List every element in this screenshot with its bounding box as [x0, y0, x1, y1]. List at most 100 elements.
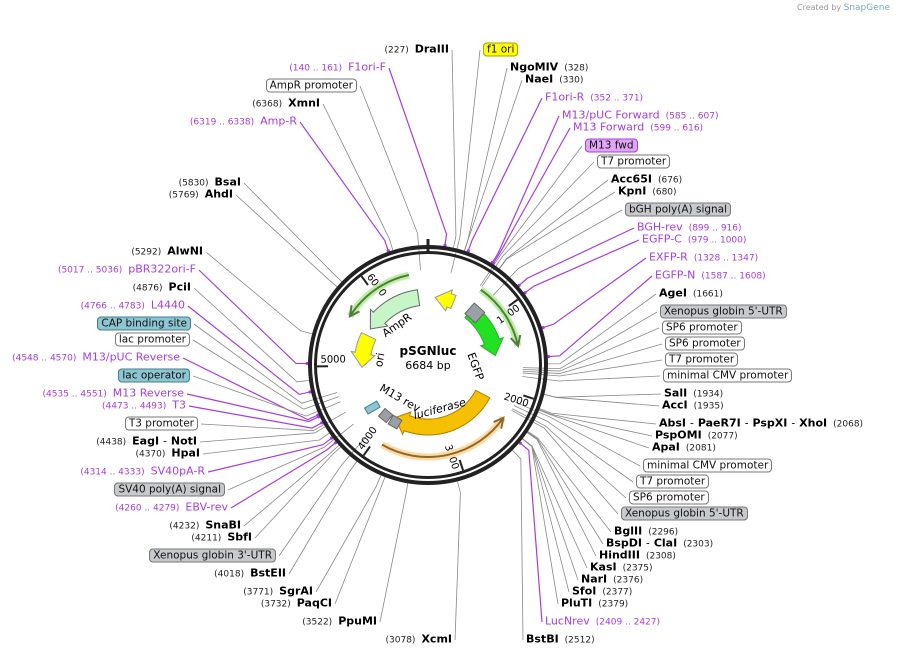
restriction-site-paqci[interactable]: (3732)PaqCI — [255, 597, 332, 612]
leader-line — [334, 474, 387, 605]
primer-l4440[interactable]: (4766 .. 4783)L4440 — [75, 299, 185, 314]
restriction-site-acc65i[interactable]: Acc65I(676) — [611, 173, 688, 188]
restriction-site-hpai[interactable]: (4370)HpaI — [129, 447, 200, 462]
feature-xenopus-globin-3-utr[interactable]: Xenopus globin 3'-UTR — [149, 548, 276, 563]
restriction-site-bstbi[interactable]: BstBI(2512) — [526, 633, 601, 648]
enzyme-name: AlwNI — [167, 244, 203, 258]
restriction-site-acci[interactable]: AccI(1935) — [662, 399, 730, 414]
primer-m13-puc-forward[interactable]: M13/pUC Forward(585 .. 607) — [562, 109, 724, 124]
primer-range: (979 .. 1000) — [687, 235, 747, 246]
feature-ampr-promoter[interactable]: AmpR promoter — [265, 78, 357, 93]
tick-label: 5000 — [320, 354, 346, 365]
restriction-site-nari[interactable]: NarI(2376) — [581, 573, 649, 588]
feature-minimal-cmv-promoter[interactable]: minimal CMV promoter — [643, 458, 773, 473]
feature-m13-element[interactable] — [377, 407, 394, 424]
restriction-site-hindiii[interactable]: HindIII(2308) — [599, 549, 682, 564]
primer-f1ori-r[interactable]: F1ori-R(352 .. 371) — [545, 91, 649, 106]
feature-xenopus-globin-5-utr[interactable]: Xenopus globin 5'-UTR — [660, 304, 787, 319]
feature-bgh-poly-a-signal[interactable]: bGH poly(A) signal — [625, 202, 732, 217]
feature-sv40-poly-a-signal[interactable]: SV40 poly(A) signal — [114, 482, 225, 497]
restriction-site-ppumi[interactable]: (3522)PpuMI — [296, 615, 377, 630]
restriction-site-kasi[interactable]: KasI(2375) — [590, 561, 659, 576]
feature-cap-binding-site[interactable]: CAP binding site — [97, 316, 191, 331]
feature-lac-promoter[interactable]: lac promoter — [114, 332, 190, 347]
restriction-site-alwni[interactable]: (5292)AlwNI — [125, 245, 203, 260]
primer-bgh-rev[interactable]: BGH-rev(899 .. 916) — [637, 221, 748, 236]
restriction-site-ahdi[interactable]: (5769)AhdI — [163, 188, 233, 203]
primer-t3[interactable]: (4473 .. 4493)T3 — [96, 399, 186, 414]
restriction-site-kpni[interactable]: KpnI(680) — [618, 185, 683, 200]
direction-arrowhead — [510, 334, 522, 348]
restriction-site-bsteii[interactable]: (4018)BstEII — [208, 567, 286, 582]
restriction-site-naei[interactable]: NaeI(330) — [525, 73, 589, 88]
primer-name: M13 Forward — [573, 120, 645, 134]
feature-name: T3 promoter — [124, 416, 198, 431]
restriction-site-eagi-noti[interactable]: (4438)EagI-NotI — [90, 435, 197, 450]
restriction-site-draiii[interactable]: (227)DraIII — [379, 43, 449, 58]
site-position: (2068) — [833, 419, 864, 430]
primer-pbr322ori-f[interactable]: (5017 .. 5036)pBR322ori-F — [52, 263, 196, 278]
restriction-site-absi-paer7i-pspxi-xhoi[interactable]: AbsI-PaeR7I-PspXI-XhoI(2068) — [659, 417, 869, 432]
primer-sv40pa-r[interactable]: (4314 .. 4333)SV40pA-R — [74, 465, 205, 480]
primer-egfp-n[interactable]: EGFP-N(1587 .. 1608) — [655, 269, 772, 284]
feature-t7-promoter[interactable]: T7 promoter — [597, 154, 671, 169]
restriction-site-snabi[interactable]: (4232)SnaBI — [163, 519, 241, 534]
primer-exfp-r[interactable]: EXFP-R(1328 .. 1347) — [649, 251, 764, 266]
leader-line — [512, 408, 627, 499]
primer-ebv-rev[interactable]: (4260 .. 4279)EBV-rev — [109, 501, 228, 516]
feature-name: Xenopus globin 3'-UTR — [149, 548, 276, 563]
primer-m13-forward[interactable]: M13 Forward(599 .. 616) — [573, 121, 709, 136]
restriction-site-sfoi[interactable]: SfoI(2377) — [572, 585, 638, 600]
restriction-site-xmni[interactable]: (6368)XmnI — [246, 97, 320, 112]
feature-bgh-polya[interactable] — [464, 302, 486, 324]
feature-t7-promoter[interactable]: T7 promoter — [665, 352, 739, 367]
feature-sp6-promoter[interactable]: SP6 promoter — [662, 320, 742, 335]
restriction-site-sbfi[interactable]: (4211)SbfI — [185, 531, 252, 546]
feature-m13-element[interactable] — [387, 414, 403, 430]
restriction-site-agei[interactable]: AgeI(1661) — [659, 287, 729, 302]
leader-line — [254, 444, 343, 539]
feature-lac-operator[interactable]: lac operator — [118, 368, 190, 383]
restriction-site-ngomiv[interactable]: NgoMIV(328) — [510, 61, 594, 76]
leader-line — [536, 407, 657, 425]
restriction-site-pspomi[interactable]: PspOMI(2077) — [655, 429, 744, 444]
feature-sp6-promoter[interactable]: SP6 promoter — [665, 336, 745, 351]
primer-amp-r[interactable]: (6319 .. 6338)Amp-R — [184, 115, 297, 130]
site-position: (3771) — [243, 587, 274, 598]
feature-name: SP6 promoter — [662, 320, 742, 335]
feature-ampr[interactable] — [369, 289, 421, 330]
restriction-site-pcii[interactable]: (4876)PciI — [127, 281, 191, 296]
restriction-site-bglii[interactable]: BglII(2296) — [614, 525, 684, 540]
feature-m13-fwd[interactable]: M13 fwd — [585, 138, 638, 153]
feature-sp6-promoter[interactable]: SP6 promoter — [629, 490, 709, 505]
primer-range: (4548 .. 4570) — [12, 353, 77, 364]
restriction-site-bsai[interactable]: (5830)BsaI — [173, 176, 241, 191]
primer-lucnrev[interactable]: LucNrev(2409 .. 2427) — [545, 615, 666, 630]
feature-name: T7 promoter — [665, 352, 739, 367]
primer-egfp-c[interactable]: EGFP-C(979 .. 1000) — [642, 233, 752, 248]
restriction-site-xcmi[interactable]: (3078)XcmI — [380, 633, 453, 648]
primer-f1ori-f[interactable]: (140 .. 161)F1ori-F — [283, 61, 386, 76]
restriction-site-bspdi-clai[interactable]: BspDI-ClaI(2303) — [606, 537, 719, 552]
primer-m13-reverse[interactable]: (4535 .. 4551)M13 Reverse — [37, 387, 184, 402]
restriction-site-sgrai[interactable]: (3771)SgrAI — [237, 585, 313, 600]
leader-line — [544, 293, 657, 365]
leader-line — [205, 251, 316, 336]
feature-f1-ori[interactable]: f1 ori — [483, 42, 519, 57]
feature-lac-operator[interactable] — [363, 400, 381, 415]
feature-ori[interactable] — [350, 331, 377, 369]
restriction-site-sali[interactable]: SalI(1934) — [664, 387, 729, 402]
feature-xenopus-globin-5-utr[interactable]: Xenopus globin 5'-UTR — [621, 506, 748, 521]
feature-t7-promoter[interactable]: T7 promoter — [636, 474, 710, 489]
feature-t3-promoter[interactable]: T3 promoter — [124, 416, 198, 431]
enzyme-name: ClaI — [653, 536, 678, 550]
leader-line — [193, 323, 338, 404]
restriction-site-apai[interactable]: ApaI(2081) — [652, 441, 722, 456]
primer-m13-puc-reverse[interactable]: (4548 .. 4570)M13/pUC Reverse — [6, 351, 180, 366]
enzyme-name: NarI — [581, 572, 608, 586]
site-position: (2296) — [648, 527, 679, 538]
feature-f1-ori[interactable] — [434, 288, 457, 312]
restriction-site-pluti[interactable]: PluTI(2379) — [561, 597, 634, 612]
feature-minimal-cmv-promoter[interactable]: minimal CMV promoter — [663, 368, 793, 383]
primer-range: (5017 .. 5036) — [57, 265, 123, 276]
